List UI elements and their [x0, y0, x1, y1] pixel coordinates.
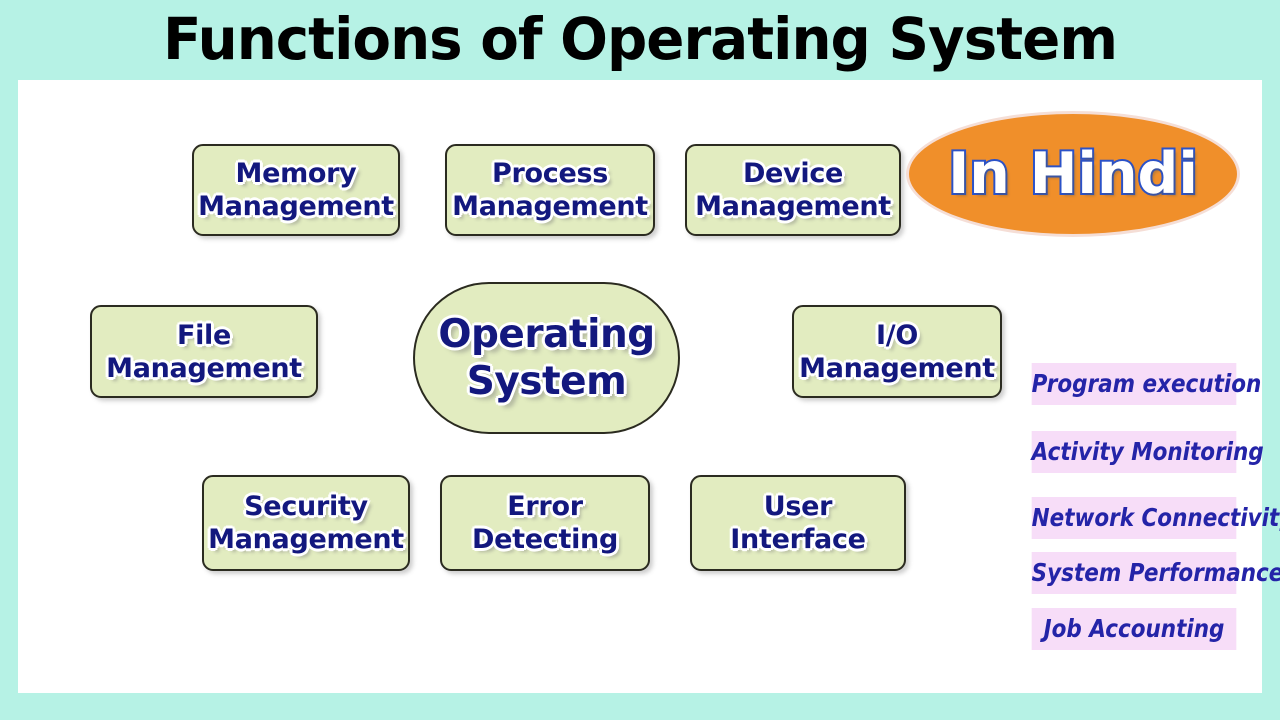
in-hindi-label: In Hindi	[946, 141, 1200, 207]
node-error-detecting[interactable]: Error Detecting	[440, 475, 650, 571]
page-title: Functions of Operating System	[162, 5, 1118, 73]
node-operating-system[interactable]: Operating System	[413, 282, 680, 434]
node-file-management[interactable]: File Management	[90, 305, 318, 398]
capability-job-accounting[interactable]: Job Accounting	[1031, 608, 1237, 650]
node-io-management[interactable]: I/O Management	[792, 305, 1002, 398]
capability-network-connectivity[interactable]: Network Connectivity	[1031, 497, 1280, 539]
capability-activity-monitoring[interactable]: Activity Monitoring	[1031, 431, 1264, 473]
node-device-management[interactable]: Device Management	[685, 144, 901, 236]
in-hindi-badge[interactable]: In Hindi	[906, 111, 1240, 237]
node-memory-management[interactable]: Memory Management	[192, 144, 400, 236]
diagram-canvas: Memory Management Process Management Dev…	[18, 80, 1280, 693]
capability-program-execution[interactable]: Program execution	[1031, 363, 1261, 405]
node-security-management[interactable]: Security Management	[202, 475, 410, 571]
capability-system-performance[interactable]: System Performance	[1031, 552, 1280, 594]
node-process-management[interactable]: Process Management	[445, 144, 655, 236]
node-user-interface[interactable]: User Interface	[690, 475, 906, 571]
